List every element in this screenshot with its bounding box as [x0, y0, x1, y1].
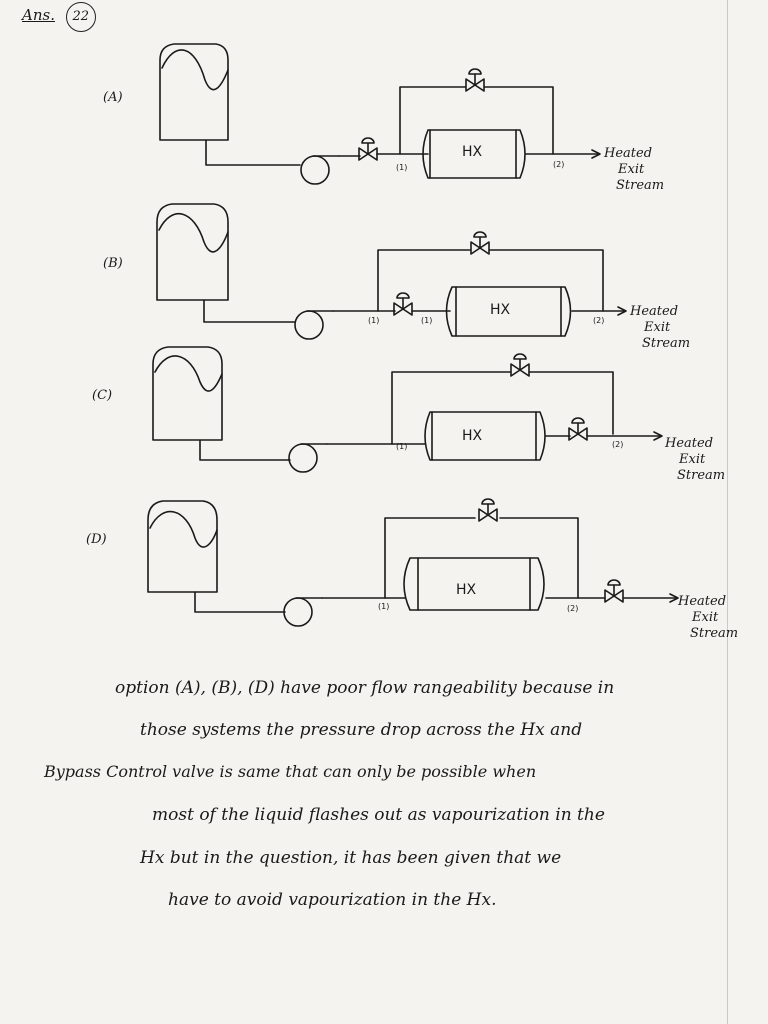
- exit-line2: Exit: [692, 610, 719, 625]
- inlet-valve-a: [358, 137, 378, 161]
- explanation-line-3: Bypass Control valve is same that can on…: [44, 762, 537, 781]
- bypass-valve-a: [465, 68, 485, 92]
- explanation-line-2: those systems the pressure drop across t…: [140, 720, 583, 740]
- exit-line1: Heated: [604, 146, 653, 161]
- diagram-option-d: [147, 498, 679, 627]
- pump-c: [288, 443, 328, 473]
- hx-label-d: HX: [456, 582, 477, 598]
- page-margin-line: [727, 0, 728, 1024]
- outlet-valve-d: [604, 579, 624, 603]
- exit-line1: Heated: [678, 594, 727, 609]
- option-label-b: (B): [103, 256, 123, 271]
- hx-b: [445, 286, 572, 337]
- exit-line1: Heated: [665, 436, 714, 451]
- tank-d: [147, 500, 218, 593]
- exit-line2: Exit: [618, 162, 645, 177]
- bypass-valve-b: [470, 231, 490, 255]
- exit-line1: Heated: [630, 304, 679, 319]
- exit-label-a: Heated Exit Stream: [604, 146, 684, 194]
- tank-a-liquid: [161, 49, 229, 91]
- diagram-option-c: [152, 346, 663, 473]
- pump-a: [300, 155, 340, 185]
- exit-label-c: Heated Exit Stream: [665, 436, 745, 484]
- exit-label-b: Heated Exit Stream: [630, 304, 710, 352]
- node-2-b: (2): [593, 316, 605, 325]
- bypass-valve-c: [510, 353, 530, 377]
- node-1-d: (1): [378, 602, 390, 611]
- option-label-a: (A): [103, 90, 123, 105]
- hx-d: [403, 557, 545, 611]
- node-1-c: (1): [396, 442, 408, 451]
- outlet-valve-c: [568, 417, 588, 441]
- bypass-valve-d: [478, 498, 498, 522]
- diagram-option-a: [159, 43, 601, 185]
- answer-header: Ans. 22: [22, 2, 96, 32]
- hx-label-c: HX: [462, 428, 483, 444]
- node-1-a: (1): [396, 163, 408, 172]
- answer-label: Ans.: [22, 6, 55, 24]
- exit-line3: Stream: [677, 468, 726, 483]
- node-2-a: (2): [553, 160, 565, 169]
- exit-line2: Exit: [644, 320, 671, 335]
- diagram-option-b: [156, 203, 627, 340]
- hx-label-b: HX: [490, 302, 511, 318]
- explanation-line-4: most of the liquid flashes out as vapour…: [152, 805, 605, 825]
- option-label-c: (C): [92, 388, 113, 403]
- node-1-b: (1): [368, 316, 380, 325]
- inlet-valve-b: [393, 292, 413, 316]
- hx-c: [424, 411, 546, 461]
- exit-line3: Stream: [616, 178, 665, 193]
- process-diagrams: [147, 43, 679, 627]
- node-mid-b: (1): [421, 316, 433, 325]
- exit-label-d: Heated Exit Stream: [678, 594, 758, 642]
- question-number: 22: [65, 2, 96, 32]
- exit-line3: Stream: [690, 626, 739, 641]
- pump-b: [294, 310, 334, 340]
- hx-label-a: HX: [462, 144, 483, 160]
- option-label-d: (D): [86, 532, 107, 547]
- exit-line2: Exit: [679, 452, 706, 467]
- node-2-c: (2): [612, 440, 624, 449]
- exit-line3: Stream: [642, 336, 691, 351]
- explanation-line-5: Hx but in the question, it has been give…: [140, 848, 562, 868]
- explanation-line-1: option (A), (B), (D) have poor flow rang…: [115, 678, 615, 698]
- tank-b: [156, 203, 229, 301]
- explanation-line-6: have to avoid vapourization in the Hx.: [168, 890, 497, 910]
- hx-a: [422, 129, 526, 179]
- pump-d: [283, 597, 323, 627]
- node-2-d: (2): [567, 604, 579, 613]
- tank-a: [159, 43, 229, 141]
- tank-c: [152, 346, 223, 441]
